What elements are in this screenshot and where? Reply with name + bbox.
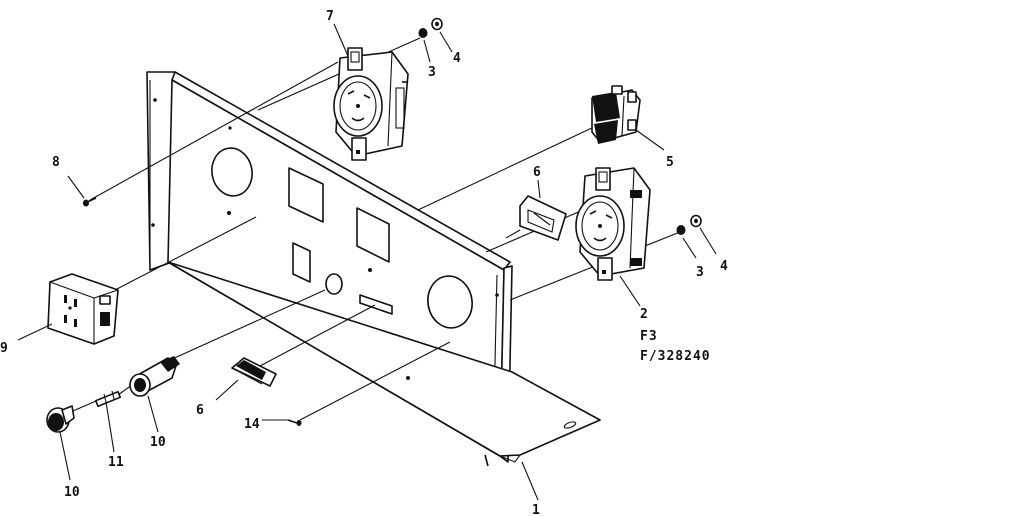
callout-nut-right: 4 [720,259,728,274]
part-note-f3: F3 [640,329,658,344]
callout-bracket-bottom: 6 [196,403,204,418]
callout-fuse-holder: 10 [150,435,166,450]
mounting-bracket-top [519,195,567,241]
callout-washer-top: 3 [428,65,436,80]
callout-outlet-right: 2 [640,307,648,322]
alignment-lines [65,37,681,421]
callout-panel: 1 [532,503,540,516]
duplex-outlet [47,273,119,345]
callout-switch: 5 [666,155,674,170]
callout-washer-right: 3 [696,265,704,280]
part-note-number: F/328240 [640,349,711,364]
callout-fuse: 11 [108,455,124,470]
callout-duplex-outlet: 9 [0,341,8,356]
callout-bracket-top: 6 [533,165,541,180]
callout-labels: 7 3 4 5 6 3 4 2 F3 F/328240 8 9 6 14 10 … [0,9,728,516]
callout-outlet-top: 7 [326,9,334,24]
washer-nut-right [676,214,702,235]
callout-screw-bottom: 14 [244,417,260,432]
control-panel [146,71,601,467]
screw-bottom [287,419,302,426]
callout-fuse-cap: 10 [64,485,80,500]
mounting-bracket-bottom [231,357,277,387]
twist-lock-outlet-top [333,47,409,161]
fuse [94,390,122,408]
screw-left [82,197,97,207]
fuse-cap [46,405,75,433]
rocker-switch [591,85,641,144]
callout-leaders [17,23,717,501]
callout-screw-left: 8 [52,155,60,170]
washer-nut-top [418,17,443,38]
fuse-holder [129,356,180,397]
twist-lock-outlet-right [575,167,651,281]
callout-nut-top: 4 [453,51,461,66]
